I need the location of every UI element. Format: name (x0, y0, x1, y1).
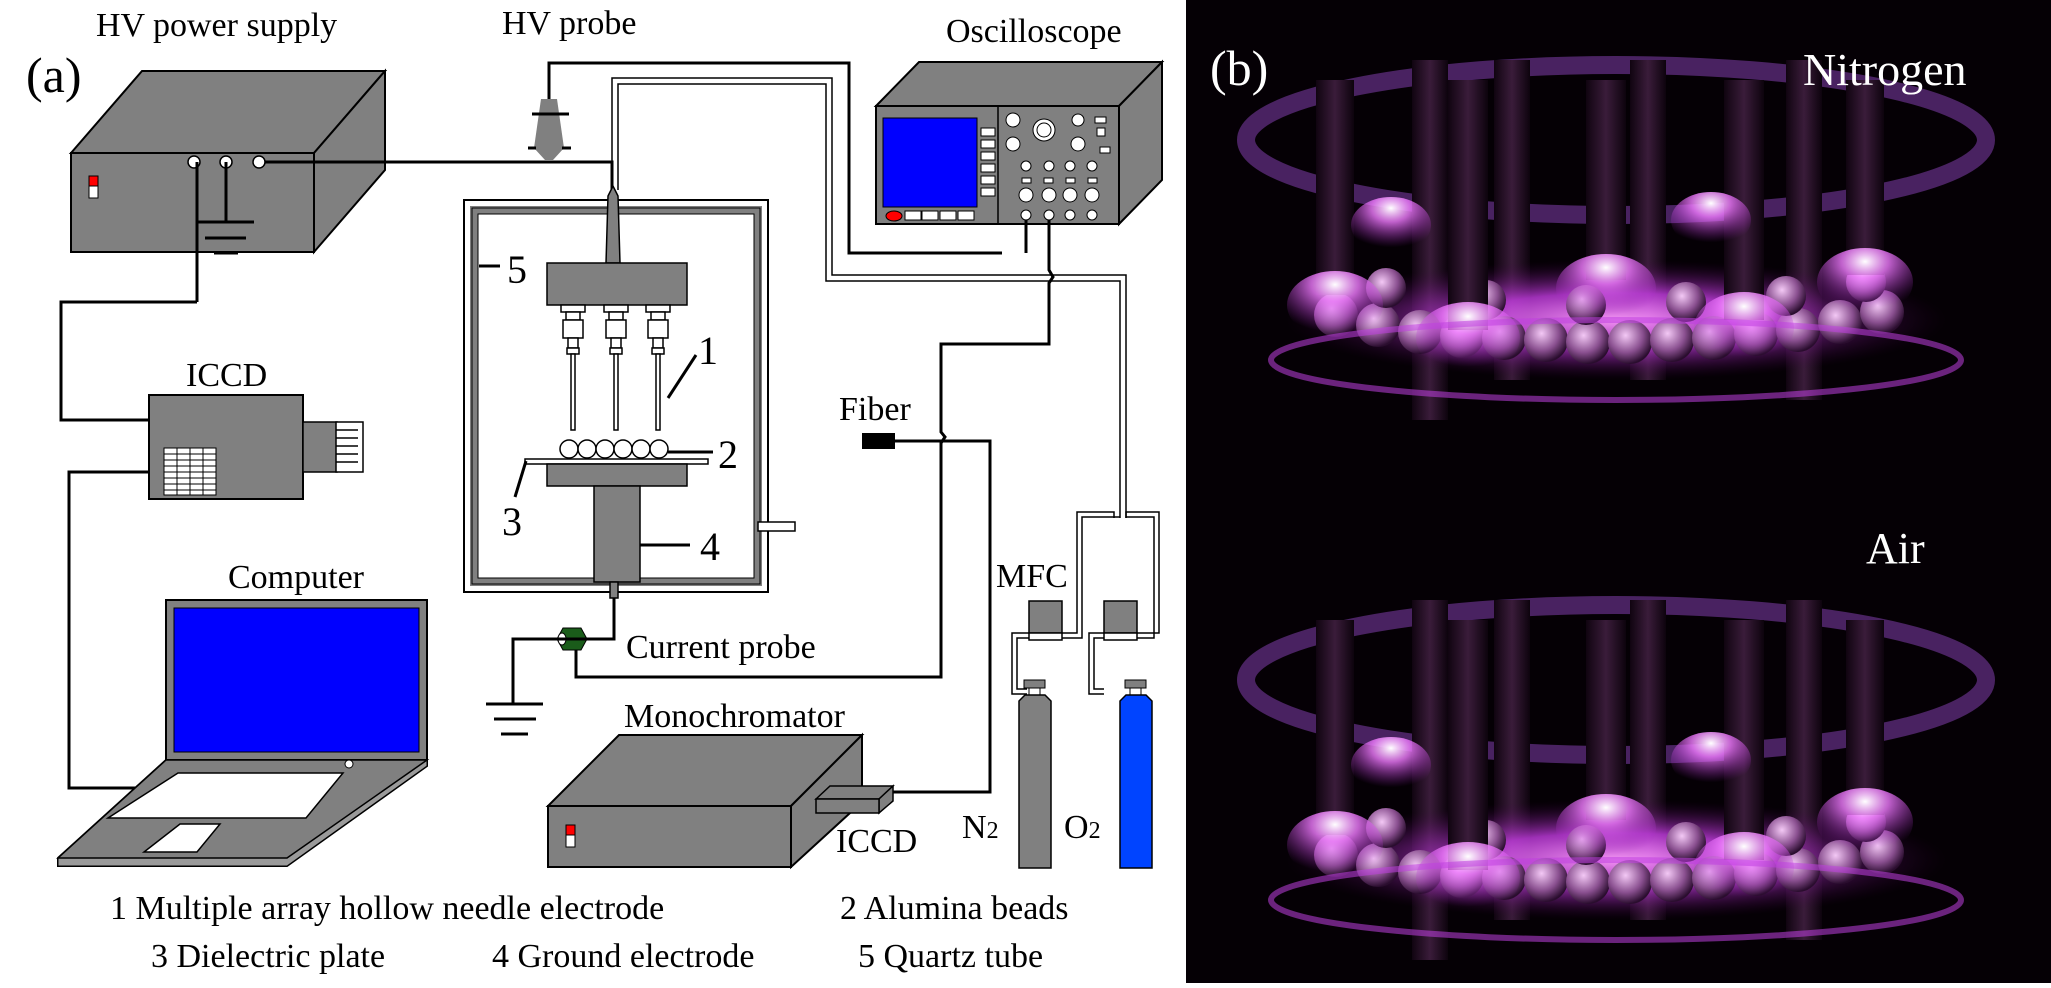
panel-b-label: (b) (1210, 40, 1268, 96)
control-wires (59, 300, 197, 790)
monochromator: Monochromator ICCD (545, 698, 917, 870)
gas-outlet (757, 521, 796, 532)
discharge-photographs: (b) Nitrogen Air (1186, 0, 2051, 983)
panel-a-label: (a) (26, 47, 82, 103)
fiber-label: Fiber (839, 391, 911, 428)
n2-label: N2 (962, 809, 999, 846)
part-number-3: 3 (502, 499, 522, 544)
part-number-4: 4 (700, 524, 720, 569)
computer-label: Computer (228, 559, 365, 596)
computer-laptop: Computer (56, 559, 430, 867)
o2-label: O2 (1064, 809, 1101, 846)
ground-symbol-icon (486, 693, 543, 736)
current-probe-label: Current probe (626, 629, 816, 666)
fiber-head-icon (862, 433, 895, 449)
oscilloscope-signal-wires (939, 220, 1055, 444)
legend-item-1: 1 Multiple array hollow needle electrode (110, 890, 664, 927)
optical-fiber: Fiber (839, 391, 992, 794)
output-terminal-3 (252, 155, 266, 169)
power-indicator-icon (565, 824, 576, 848)
hv-power-supply-label: HV power supply (96, 7, 337, 44)
alumina-beads (559, 439, 669, 459)
iccd-camera-label: ICCD (186, 357, 267, 394)
ground-electrode (593, 485, 641, 583)
legend-item-3: 3 Dielectric plate (151, 938, 385, 975)
legend-item-2: 2 Alumina beads (840, 890, 1069, 927)
part-leaders (479, 264, 713, 547)
part-number-1: 1 (698, 328, 718, 373)
gas-supply-line (611, 77, 1127, 518)
legend-item-5: 5 Quartz tube (858, 938, 1043, 975)
hv-probe-label: HV probe (502, 5, 636, 42)
hv-power-supply: HV power supply (68, 7, 388, 255)
iccd-detector-label: ICCD (836, 823, 917, 860)
hv-probe: HV probe (502, 5, 1002, 255)
current-probe: Current probe (511, 440, 943, 693)
oscilloscope: Oscilloscope (873, 13, 1165, 227)
computer-screen (173, 607, 420, 753)
legend: 1 Multiple array hollow needle electrode… (110, 890, 1069, 975)
iccd-camera: ICCD (148, 357, 364, 500)
photo-label-nitrogen: Nitrogen (1803, 44, 1967, 95)
oscilloscope-screen (882, 117, 978, 208)
photo-air-discharge (1186, 460, 2051, 983)
experimental-setup-schematic: (a) HV power supply HV probe (26, 5, 1165, 975)
monochromator-label: Monochromator (624, 698, 846, 735)
power-indicator-icon (88, 175, 99, 199)
photo-nitrogen-discharge (1186, 0, 2051, 460)
needle-electrode-assembly (546, 184, 688, 431)
part-number-2: 2 (718, 432, 738, 477)
mfc-label: MFC (996, 558, 1068, 595)
photo-label-air: Air (1866, 524, 1925, 573)
legend-item-4: 4 Ground electrode (492, 938, 754, 975)
mass-flow-controllers: MFC (996, 511, 1160, 695)
ground-symbol-icon (195, 162, 254, 302)
o2-gas-cylinder: O2 (1064, 679, 1153, 869)
ground-electrode-base (546, 463, 688, 487)
part-number-5: 5 (507, 247, 527, 292)
n2-gas-cylinder: N2 (962, 679, 1052, 869)
oscilloscope-label: Oscilloscope (946, 13, 1122, 50)
